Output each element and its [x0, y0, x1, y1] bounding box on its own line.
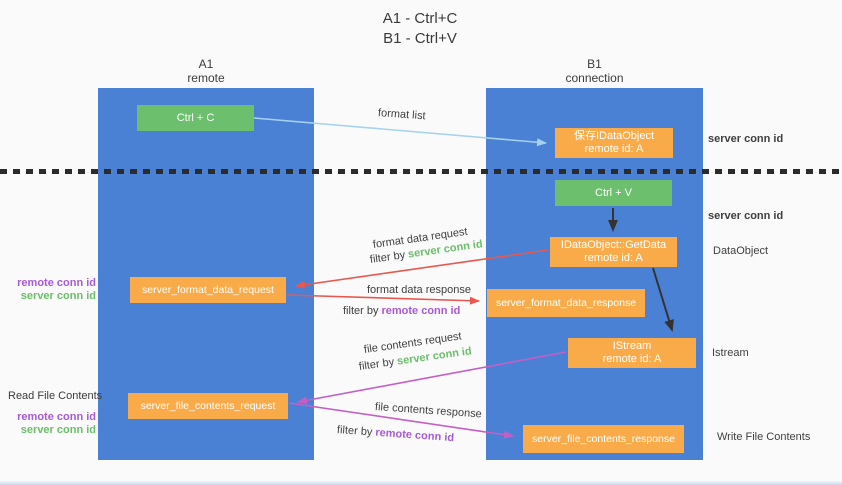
column-a1-role: remote — [187, 71, 225, 85]
server-file-contents-request-node: server_file_contents_request — [128, 393, 288, 419]
read-file-contents-text: Read File Contents — [8, 390, 103, 402]
filter-prefix: filter by — [358, 356, 395, 373]
server-format-data-response-label: server_format_data_response — [495, 296, 637, 309]
istream-annotation: Istream — [712, 347, 749, 359]
remote-conn-id-annotation-2: remote conn id — [17, 411, 96, 423]
ctrl-v-label: Ctrl + V — [595, 186, 632, 199]
conn-id-annotation-group-1: remote conn id server conn id — [8, 277, 96, 303]
save-dataobject-node: 保存IDataObject remote id: A — [555, 128, 673, 158]
format-list-label: format list — [377, 107, 426, 123]
server-file-contents-response-node: server_file_contents_response — [523, 425, 684, 453]
file-contents-response-label: file contents response — [374, 401, 483, 421]
title-line-1: A1 - Ctrl+C — [382, 10, 458, 27]
server-conn-id-annotation-mid: server conn id — [708, 210, 784, 222]
column-header-a1: A1 remote — [98, 57, 314, 85]
istream-line2: remote id: A — [602, 353, 662, 365]
save-dataobject-line1: 保存IDataObject — [573, 130, 655, 142]
column-a1-name: A1 — [198, 57, 214, 71]
conn-id-annotation-group-2: remote conn id server conn id — [8, 411, 96, 437]
server-format-data-response-node: server_format_data_response — [487, 289, 645, 317]
server-conn-id-annotation-top: server conn id — [708, 133, 784, 145]
istream-line1: IStream — [612, 340, 652, 352]
dataobject-annotation: DataObject — [713, 245, 769, 257]
read-file-contents-annotation: Read File Contents — [8, 390, 103, 403]
save-dataobject-line2: remote id: A — [584, 143, 644, 155]
filter-key-remote-conn-id: remote conn id — [374, 426, 455, 445]
diagram-title: A1 - Ctrl+C B1 - Ctrl+V — [300, 9, 540, 49]
ctrl-c-label: Ctrl + C — [176, 111, 215, 124]
server-format-data-request-label: server_format_data_request — [142, 283, 274, 296]
server-conn-id-annotation-1: server conn id — [20, 290, 96, 302]
ctrl-c-node: Ctrl + C — [137, 105, 254, 131]
session-separator-line — [0, 169, 842, 174]
write-file-contents-annotation: Write File Contents — [717, 431, 811, 443]
filter-prefix: filter by — [369, 249, 406, 266]
ctrl-v-node: Ctrl + V — [555, 180, 672, 206]
title-line-2: B1 - Ctrl+V — [383, 30, 457, 47]
remote-conn-id-annotation-1: remote conn id — [17, 277, 96, 289]
server-file-contents-request-label: server_file_contents_request — [140, 399, 276, 412]
column-b1-role: connection — [565, 71, 624, 85]
getdata-line2: remote id: A — [584, 252, 643, 264]
getdata-node: IDataObject::GetData remote id: A — [550, 237, 677, 267]
window-bottom-edge — [0, 481, 842, 485]
format-data-response-label: format data response — [367, 284, 471, 296]
server-conn-id-annotation-2: server conn id — [20, 424, 96, 436]
filter-key-remote-conn-id: remote conn id — [381, 305, 461, 317]
server-format-data-request-node: server_format_data_request — [130, 277, 286, 303]
filter-prefix: filter by — [343, 305, 379, 317]
server-file-contents-response-label: server_file_contents_response — [531, 432, 675, 445]
filter-prefix: filter by — [336, 424, 373, 439]
istream-node: IStream remote id: A — [568, 338, 696, 368]
column-b1-name: B1 — [587, 57, 602, 71]
getdata-line1: IDataObject::GetData — [560, 239, 667, 251]
column-header-b1: B1 connection — [486, 57, 703, 85]
